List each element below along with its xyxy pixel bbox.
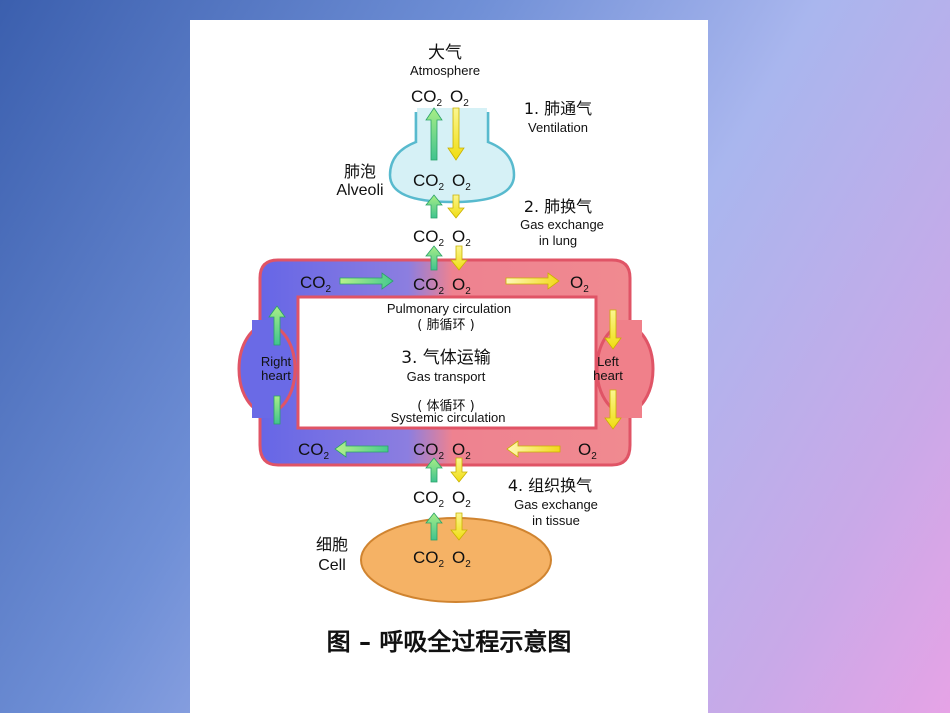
co2-arrow-up [425,107,443,161]
o2-label: O2 [452,440,471,462]
co2-arrow-up [425,245,443,271]
o2-arrow-down [450,245,468,271]
lung-exchange-cn: 2. 肺换气 [524,197,592,216]
respiration-diagram: Right heart Left heart [237,43,655,656]
cell-en: Cell [318,557,346,574]
co2-arrow-up [425,512,443,541]
o2-arrow-right [505,272,560,290]
caption: 图 – 呼吸全过程示意图 [327,628,572,656]
co2-arrow-up [425,194,443,219]
transport-cn: 3. 气体运输 [401,348,491,368]
co2-arrow-left [334,440,389,458]
o2-label: O2 [578,440,597,462]
o2-label: O2 [452,488,471,510]
pulmonary-en: Pulmonary circulation [387,301,511,316]
co2-label: CO2 [413,227,445,249]
right-heart-label-1: Right [261,354,292,369]
o2-label: O2 [450,87,469,109]
gas-labels: CO2 O2 CO2 O2 CO2 O2 CO2 O2 CO2 O2 CO2 C… [298,87,597,570]
co2-arrow-up [268,305,286,346]
o2-arrow-down [450,512,468,541]
loop-arrows [268,272,622,458]
lung-exchange-en2: in lung [539,233,577,248]
co2-label: CO2 [413,171,445,193]
systemic-en: Systemic circulation [391,410,506,425]
co2-label: CO2 [413,440,445,462]
circulation-loop [258,258,632,467]
right-heart-label-2: heart [261,368,291,383]
left-heart-label-2: heart [593,368,623,383]
diagram-card: Right heart Left heart [190,20,708,713]
tissue-exchange-cn: 4. 组织换气 [508,476,592,495]
alveoli-flask [388,108,516,204]
co2-arrow-up [425,457,443,483]
systemic-cn: ( 体循环 ) [417,399,474,414]
co2-label: CO2 [413,275,445,297]
ventilation-cn: 1. 肺通气 [524,99,592,118]
co2-label: CO2 [413,548,445,570]
co2-label: CO2 [411,87,443,109]
o2-arrow-down [450,457,468,483]
cell-cn: 细胞 [316,535,348,554]
o2-label: O2 [452,548,471,570]
co2-arrow-up [273,395,281,425]
vertical-arrows [425,107,468,541]
o2-label: O2 [452,227,471,249]
o2-arrow-down [447,107,465,161]
lung-exchange-en1: Gas exchange [520,217,604,232]
o2-label: O2 [452,275,471,297]
o2-label: O2 [570,273,589,295]
pulmonary-cn: ( 肺循环 ) [417,318,474,333]
o2-arrow-down [604,389,622,430]
co2-label: CO2 [413,488,445,510]
alveoli-cn: 肺泡 [344,162,376,181]
o2-arrow-down [447,194,465,219]
atmosphere-en: Atmosphere [410,63,480,78]
ventilation-en: Ventilation [528,120,588,135]
atmosphere-cn: 大气 [428,43,462,63]
co2-label: CO2 [298,440,330,462]
tissue-exchange-en1: Gas exchange [514,497,598,512]
o2-label: O2 [452,171,471,193]
o2-arrow-down [604,309,622,350]
transport-en: Gas transport [407,369,486,384]
alveoli-en: Alveoli [336,182,383,199]
o2-arrow-left [506,440,561,458]
left-heart-label-1: Left [597,354,619,369]
co2-arrow-right [339,272,394,290]
co2-label: CO2 [300,273,332,295]
tissue-exchange-en2: in tissue [532,513,580,528]
